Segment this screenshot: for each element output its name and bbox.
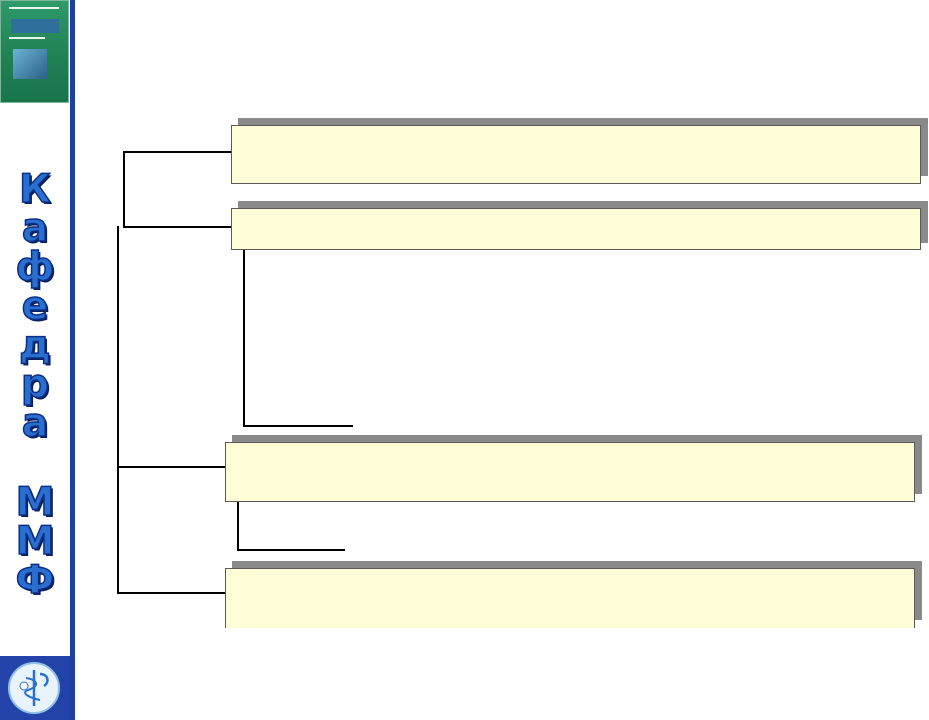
subtitle-letter: М [15,519,55,564]
diagram-node [225,442,915,502]
cover-title-band [11,19,59,33]
connector-line [123,151,231,153]
diagram-node [231,125,921,184]
connector-line [237,549,345,551]
title-letter: е [21,284,49,329]
diagram-node [225,568,915,628]
connector-line [117,226,119,594]
title-letter: д [19,323,52,368]
title-letter: К [18,167,51,212]
department-vertical-title: К а ф е д р а М М Ф [0,167,70,603]
title-letter: р [20,362,49,407]
caduceus-icon [19,670,49,706]
connector-line [123,226,231,228]
connector-line [243,250,245,427]
diagram-node [231,208,921,250]
title-letter: а [21,206,49,251]
connector-line [243,425,353,427]
faculty-logo [0,656,70,720]
connector-line [117,592,226,594]
title-letter: ф [15,245,55,290]
cover-text-line [9,37,45,39]
subtitle-letter: М [15,480,55,525]
logo-emblem-icon [8,662,60,714]
connector-line [123,151,125,228]
connector-line [237,502,239,551]
connector-line [117,466,226,468]
title-letter: а [21,401,49,446]
textbook-cover-image [0,0,69,103]
subtitle-letter: Ф [15,558,55,603]
cover-photo [13,49,47,79]
sidebar-divider [70,0,75,720]
sidebar: К а ф е д р а М М Ф [0,0,70,720]
cover-text-line [9,7,59,9]
